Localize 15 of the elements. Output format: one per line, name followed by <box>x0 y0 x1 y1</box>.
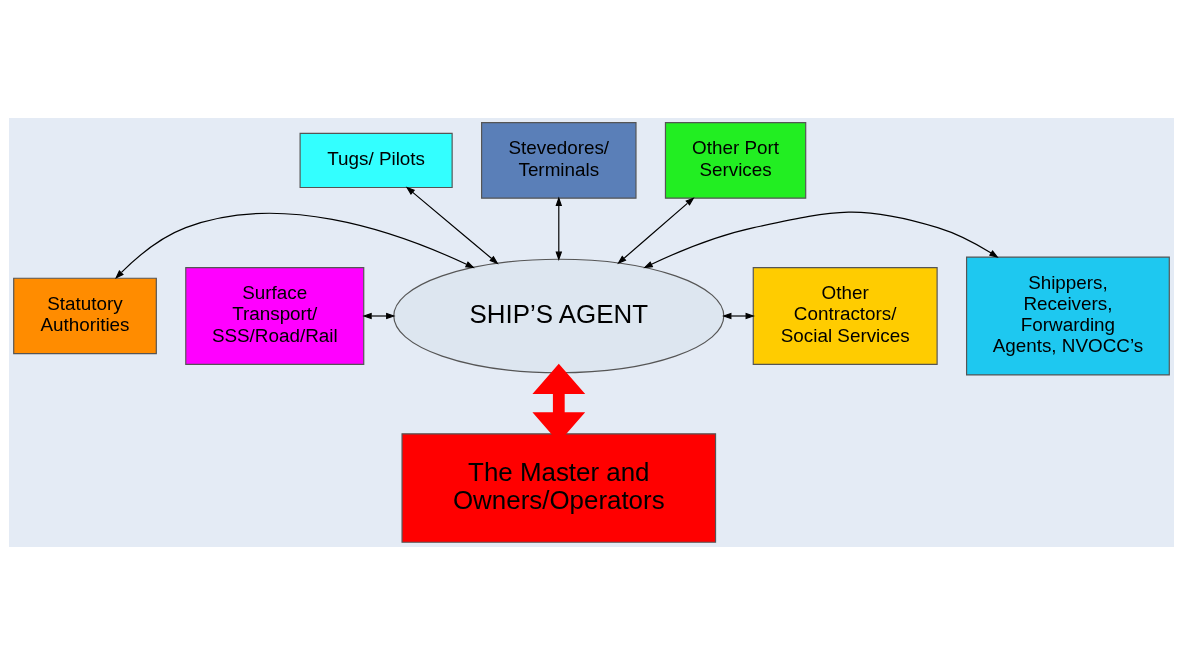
node-box: Stevedores/ Terminals <box>481 122 637 199</box>
node-box: Shippers, Receivers, Forwarding Agents, NVOCC’s <box>966 256 1170 376</box>
arrow <box>722 312 755 320</box>
arrow <box>362 312 396 320</box>
node-box: Tugs/ Pilots <box>299 132 453 189</box>
arrow <box>555 196 563 262</box>
node-box: The Master and Owners/Operators <box>401 433 717 543</box>
arrow <box>405 186 499 265</box>
node-box: Other Port Services <box>664 122 807 199</box>
node-box: Other Contractors/ Social Services <box>752 267 938 365</box>
node-box: Statutory Authorities <box>13 277 157 355</box>
arrow <box>617 197 695 265</box>
arrow <box>114 212 475 280</box>
node-box: Surface Transport/ SSS/Road/Rail <box>185 267 365 365</box>
arrow <box>643 211 999 269</box>
